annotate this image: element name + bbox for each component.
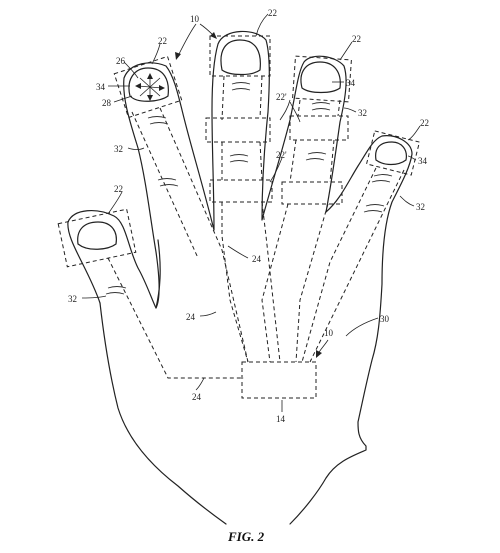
sensor-box-pinky — [365, 130, 421, 176]
label-14: 14 — [276, 414, 286, 424]
nail-ring — [300, 61, 341, 94]
band-middle-upper — [205, 117, 271, 143]
nail-index — [128, 67, 169, 102]
label-30: 30 — [380, 314, 390, 324]
control-circuitry-box — [241, 361, 317, 399]
label-34-index: 34 — [96, 82, 106, 92]
label-32-index-left: 32 — [114, 144, 123, 154]
label-22-index: 22 — [158, 36, 167, 46]
sensor-box-ring — [292, 55, 352, 103]
label-28: 28 — [102, 98, 112, 108]
label-22-middle: 22 — [268, 8, 277, 18]
label-32-pinky: 32 — [416, 202, 425, 212]
label-22-pinky: 22 — [420, 118, 429, 128]
wire-middle-left — [221, 75, 249, 363]
label-26: 26 — [116, 56, 126, 66]
sensor-box-index — [113, 55, 183, 119]
label-10-top: 10 — [190, 14, 200, 24]
label-24-bottom: 24 — [192, 392, 202, 402]
sensor-box-thumb — [57, 208, 137, 268]
label-22prime-lower: 22' — [276, 150, 287, 160]
hand-outline — [67, 30, 413, 525]
multi-direction-arrow-icon — [135, 73, 165, 101]
wire-middle-right — [259, 75, 281, 363]
label-34-ring: 34 — [346, 78, 356, 88]
figure-caption: FIG. 2 — [227, 529, 265, 544]
nail-pinky — [375, 141, 407, 166]
label-32-thumb: 32 — [68, 294, 77, 304]
nail-thumb — [77, 221, 117, 250]
wire-ring — [261, 99, 301, 363]
gap-thumb-index — [155, 239, 161, 309]
band-middle-lower — [209, 179, 273, 203]
wire-index — [159, 107, 249, 363]
wrist-left-edge — [99, 302, 227, 525]
label-24-mid: 24 — [252, 254, 262, 264]
band-ring-upper — [289, 115, 349, 141]
wire-ring-right — [295, 99, 341, 363]
label-10-right: 10 — [324, 328, 334, 338]
nail-middle — [220, 39, 261, 76]
knuckle-creases — [105, 82, 393, 295]
label-22-thumb: 22 — [114, 184, 123, 194]
label-32-index-right: 32 — [358, 108, 367, 118]
sensor-box-middle — [209, 35, 271, 77]
wire-thumb — [107, 257, 244, 379]
label-34-pinky: 34 — [418, 156, 428, 166]
label-22prime-upper: 22' — [276, 92, 287, 102]
band-ring-lower — [281, 181, 343, 205]
label-22-ring: 22 — [352, 34, 361, 44]
label-24-left: 24 — [186, 312, 196, 322]
leader-lines — [81, 13, 421, 413]
wire-pinky-right — [309, 169, 405, 363]
